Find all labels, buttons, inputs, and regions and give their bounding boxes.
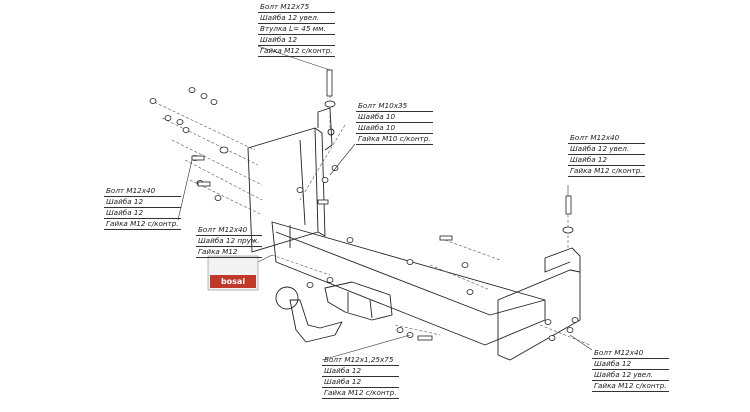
right-mounting-plate [497, 269, 581, 361]
manufacturer-label [207, 255, 259, 291]
tow-ball-neck [289, 299, 343, 343]
tow-ball [275, 286, 299, 310]
brand-logo: bosal [220, 277, 246, 286]
callout-left-2: Болт M12x40 Шайба 12 пруж. Гайка M12 [196, 225, 262, 258]
callout-right: Болт M12x40 Шайба 12 увел. Шайба 12 Гайк… [568, 133, 645, 177]
callout-bottom: Болт M12x1,25x75 Шайба 12 Шайба 12 Гайка… [322, 355, 399, 399]
main-crossbar [271, 221, 546, 346]
hitch-bracket [324, 281, 393, 321]
callout-top: Болт M12x75 Шайба 12 увел. Втулка L= 45 … [258, 2, 335, 57]
callout-mid: Болт M10x35 Шайба 10 Шайба 10 Гайка M10 … [356, 101, 433, 145]
callout-left-1: Болт M12x40 Шайба 12 Шайба 12 Гайка M12 … [104, 186, 181, 230]
callout-bottom-right: Болт M12x40 Шайба 12 Шайба 12 увел. Гайк… [592, 348, 669, 392]
